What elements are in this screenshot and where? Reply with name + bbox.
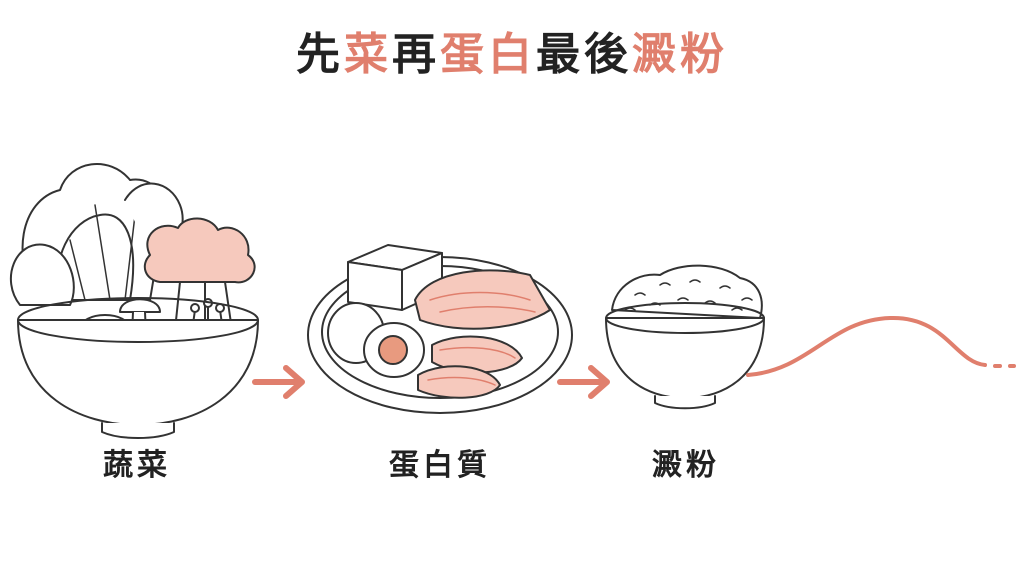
step-label-vegetables: 蔬菜 (103, 448, 171, 483)
vegetable-bowl-icon (10, 163, 259, 439)
step-label-starch: 澱粉 (652, 448, 720, 483)
title-part: 再 (392, 29, 440, 80)
title-part: 最後 (536, 29, 632, 80)
title-part-highlight: 菜 (344, 29, 392, 80)
page-title: 先菜再蛋白最後澱粉 (0, 18, 1024, 82)
arrow-right-icon (557, 365, 610, 399)
title-part-highlight: 澱粉 (632, 29, 728, 80)
step-label-protein: 蛋白質 (389, 448, 491, 483)
title-part-highlight: 蛋白 (440, 29, 536, 80)
title-part: 先 (296, 29, 344, 80)
arrow-right-icon (252, 365, 305, 399)
protein-plate-icon (307, 244, 573, 414)
rice-bowl-icon (605, 264, 765, 410)
trailing-wave-line (746, 315, 1016, 377)
